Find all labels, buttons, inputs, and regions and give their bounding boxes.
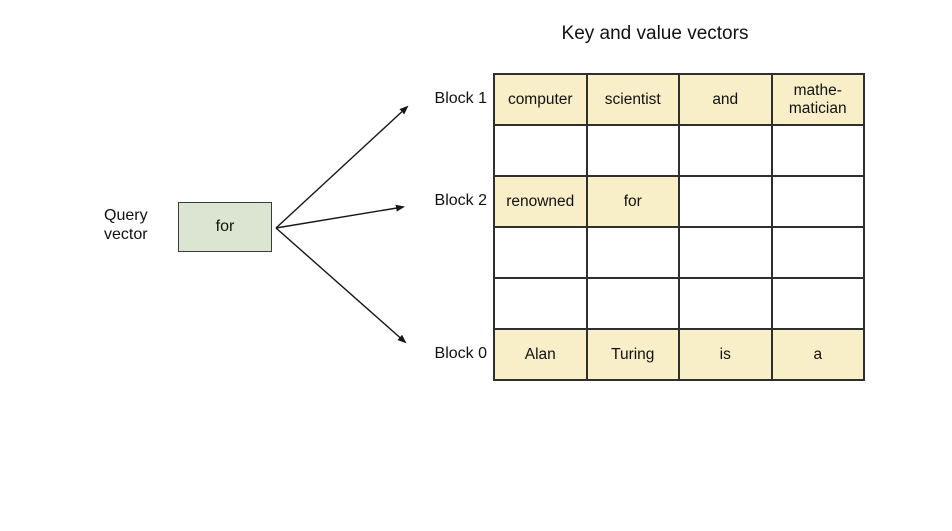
query-vector-box: for [178,202,272,252]
table-cell [770,277,865,330]
table-row [493,124,865,177]
table-cell [585,124,680,177]
table-cell: Alan [493,328,588,381]
arrow-to-block-2-icon [275,204,405,229]
table-cell: computer [493,73,588,126]
block-0-label: Block 0 [434,345,487,362]
table-cell [493,124,588,177]
arrow-to-block-1-icon [275,105,409,229]
table-cell [585,277,680,330]
table-cell [585,226,680,279]
diagram-title: Key and value vectors [561,23,749,44]
query-vector-label: Query vector [104,207,148,243]
block-1-label: Block 1 [434,90,487,107]
table-row [493,226,865,279]
table-cell [678,277,773,330]
table-cell: scientist [585,73,680,126]
table-cell [678,226,773,279]
table-cell: is [678,328,773,381]
table-cell: Turing [585,328,680,381]
table-cell [770,226,865,279]
table-cell [493,277,588,330]
table-cell: a [770,328,865,381]
arrow-to-block-0-icon [275,227,407,344]
query-vector-value: for [215,218,235,235]
table-row [493,277,865,330]
table-cell [770,124,865,177]
table-cell: for [585,175,680,228]
table-cell: mathe-matician [770,73,865,126]
table-cell [678,175,773,228]
table-cell [493,226,588,279]
block-2-label: Block 2 [434,192,487,209]
table-cell: and [678,73,773,126]
table-cell: renowned [493,175,588,228]
table-cell [770,175,865,228]
table-cell [678,124,773,177]
